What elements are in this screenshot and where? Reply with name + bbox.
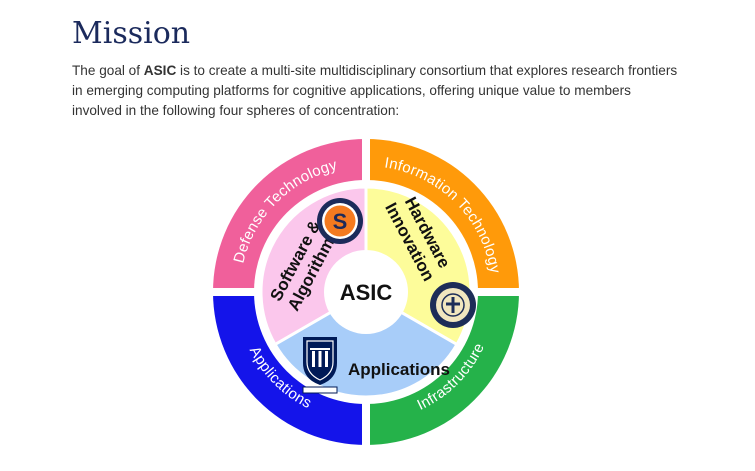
intro-text-end: is to create a multi-site multidisciplin… xyxy=(72,63,678,118)
center-label: ASIC xyxy=(340,280,393,305)
s-seal-logo: S xyxy=(317,198,363,244)
label-applications-inner: Applications xyxy=(348,360,450,379)
intro-text-start: The goal of xyxy=(72,63,144,78)
intro-asic-bold: ASIC xyxy=(143,63,177,78)
center-circle xyxy=(324,250,408,334)
page-title: Mission xyxy=(72,16,191,51)
university-seal-logo xyxy=(430,282,476,328)
asic-concentration-diagram: ASIC Defense Technology Information Tech… xyxy=(211,137,521,447)
mission-intro-paragraph: The goal of ASIC is to create a multi-si… xyxy=(72,61,684,121)
shield-crest-logo xyxy=(302,337,338,394)
asic-circle-graphic: ASIC Defense Technology Information Tech… xyxy=(211,137,521,447)
svg-text:S: S xyxy=(333,209,348,234)
